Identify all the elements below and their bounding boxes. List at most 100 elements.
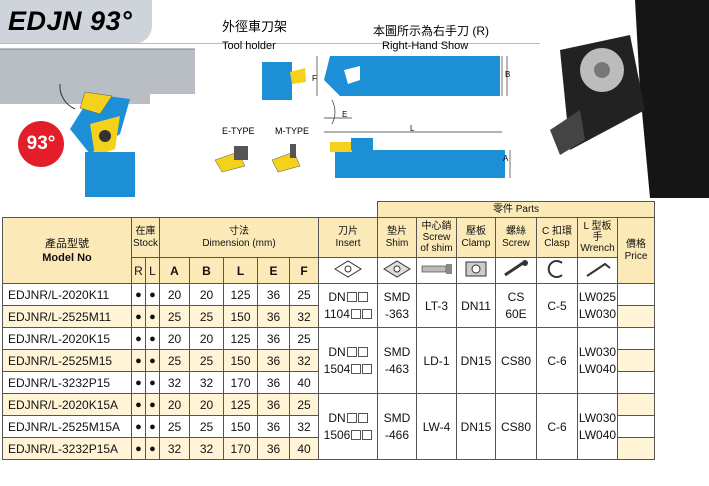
- dim-b: 20: [189, 393, 224, 416]
- dim-a: 25: [159, 415, 190, 438]
- stock-l: ●: [145, 305, 160, 328]
- wrench-header-en: Wrench: [580, 243, 615, 254]
- stock-l: ●: [145, 371, 160, 394]
- shim-icon: [377, 257, 417, 284]
- screw-shim-icon: [416, 257, 457, 284]
- clasp-cell: C-5: [536, 283, 578, 328]
- shim-line1: SMD: [383, 344, 411, 359]
- clasp-header-en: Clasp: [544, 237, 570, 249]
- insert-cell: DN 1506: [318, 393, 378, 460]
- dim-l: 125: [223, 393, 258, 416]
- dim-l: 125: [223, 327, 258, 350]
- dim-f: 40: [289, 437, 319, 460]
- col-l: L: [145, 257, 160, 284]
- dim-a: 32: [159, 371, 190, 394]
- stock-r: ●: [131, 393, 146, 416]
- dim-f: 25: [289, 393, 319, 416]
- model-header: 產品型號 Model No: [2, 217, 132, 284]
- clasp-cell: C-6: [536, 327, 578, 394]
- dim-a: 20: [159, 327, 190, 350]
- col-e: E: [257, 257, 290, 284]
- clamp-header: 壓板 Clamp: [456, 217, 496, 258]
- clamp-header-en: Clamp: [461, 237, 491, 249]
- col-a: A: [159, 257, 190, 284]
- dim-b: 25: [189, 415, 224, 438]
- shim-line2: -363: [384, 306, 410, 321]
- insert-size: 1104: [324, 306, 350, 321]
- wrench-line2: LW030: [578, 306, 617, 321]
- dim-l: 125: [223, 283, 258, 306]
- model-cell: EDJNR/L-3232P15: [2, 371, 132, 394]
- dim-e: 36: [257, 437, 290, 460]
- screw-shim-header-cn: 中心銷: [421, 221, 452, 232]
- price-cell: [617, 283, 655, 306]
- price-cell: [617, 371, 655, 394]
- model-cell: EDJNR/L-2020K15A: [2, 393, 132, 416]
- wrench-line1: LW025: [578, 289, 617, 304]
- wrench-cell: LW030 LW040: [577, 327, 618, 394]
- clamp-cell: DN15: [456, 327, 496, 394]
- price-cell: [617, 305, 655, 328]
- dim-b: 32: [189, 371, 224, 394]
- screw-icon: [495, 257, 537, 284]
- stock-r: ●: [131, 437, 146, 460]
- dim-label-a: A: [503, 154, 509, 163]
- wrench-cell: LW030 LW040: [577, 393, 618, 460]
- model-header-cn: 產品型號: [45, 237, 89, 250]
- price-cell: [617, 415, 655, 438]
- shim-line2: -466: [384, 427, 410, 442]
- insert-icon: [318, 257, 378, 284]
- dim-e: 36: [257, 283, 290, 306]
- dim-label-f: F: [312, 74, 317, 83]
- insert-header-cn: 刀片: [338, 225, 358, 237]
- screw-shim-cell: LD-1: [416, 327, 457, 394]
- wrench-icon: [577, 257, 618, 284]
- stock-r: ●: [131, 349, 146, 372]
- insert-name: DN: [328, 289, 346, 304]
- stock-l: ●: [145, 393, 160, 416]
- dim-label-e: E: [342, 110, 348, 119]
- dim-e: 36: [257, 327, 290, 350]
- dim-b: 20: [189, 327, 224, 350]
- insert-cell: DN 1504: [318, 327, 378, 394]
- screw-shim-header: 中心銷 Screw of shim: [416, 217, 457, 258]
- side-view-drawing: [330, 138, 511, 178]
- dim-f: 40: [289, 371, 319, 394]
- stock-r: ●: [131, 371, 146, 394]
- insert-header-en: Insert: [335, 237, 361, 249]
- wrench-header: L 型板 手 Wrench: [577, 217, 618, 258]
- wrench-line2: LW040: [578, 361, 617, 376]
- dim-a: 25: [159, 305, 190, 328]
- stock-l: ●: [145, 349, 160, 372]
- wrench-line2: LW040: [578, 427, 617, 442]
- table-row: EDJNR/L-2020K15A ● ● 20 20 125 36 25 DN …: [2, 393, 655, 460]
- price-header-cn: 價格: [626, 238, 646, 250]
- screw-shim-header-en1: Screw: [422, 232, 451, 243]
- clamp-cell: DN15: [456, 393, 496, 460]
- screw-shim-cell: LW-4: [416, 393, 457, 460]
- dim-e: 36: [257, 415, 290, 438]
- screw-shim-cell: LT-3: [416, 283, 457, 328]
- page-title: EDJN 93°: [8, 6, 133, 36]
- wrench-line1: LW030: [578, 410, 617, 425]
- dimension-header-cn: 寸法: [229, 225, 249, 237]
- shim-cell: SMD -466: [377, 393, 417, 460]
- stock-l: ●: [145, 283, 160, 306]
- model-cell: EDJNR/L-2020K11: [2, 283, 132, 306]
- dim-e: 36: [257, 305, 290, 328]
- holder-label-cn: 外徑車刀架: [222, 19, 288, 34]
- holder-icon: [262, 62, 306, 100]
- title-tab: [0, 0, 152, 44]
- shim-line1: SMD: [383, 410, 411, 425]
- insert-header: 刀片 Insert: [318, 217, 378, 258]
- dim-b: 20: [189, 283, 224, 306]
- shim-line2: -463: [384, 361, 410, 376]
- dimension-header-en: Dimension (mm): [202, 237, 276, 249]
- shim-header-en: Shim: [385, 237, 409, 249]
- screw-header-en: Screw: [502, 237, 530, 249]
- top-view-drawing: [316, 56, 508, 133]
- shim-cell: SMD -463: [377, 327, 417, 394]
- dim-f: 32: [289, 415, 319, 438]
- hand-label-en: Right-Hand Show: [382, 40, 469, 52]
- dim-l: 150: [223, 415, 258, 438]
